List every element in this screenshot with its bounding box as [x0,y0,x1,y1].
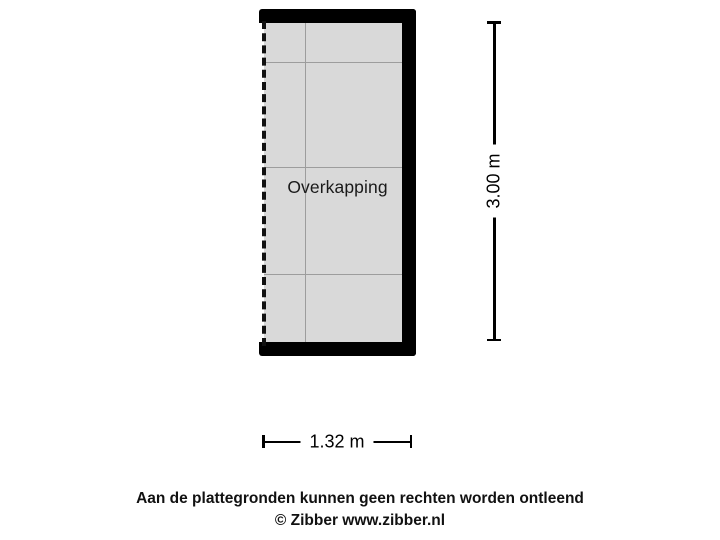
wall-right [402,9,416,356]
dimension-vertical-label: 3.00 m [480,144,508,218]
footer-disclaimer: Aan de plattegronden kunnen geen rechten… [136,490,584,507]
wall-bottom [259,342,416,356]
dimension-horizontal-label: 1.32 m [300,428,374,456]
room-label-overkapping: Overkapping [287,177,388,197]
dimension-horizontal: 1.32 m [261,428,413,456]
grid-line-horizontal [264,167,402,168]
footer-copyright: © Zibber www.zibber.nl [274,512,446,529]
dimension-horizontal-cap-left [262,435,265,448]
wall-top [259,9,416,23]
dimension-horizontal-cap-right [409,435,412,448]
wall-left-dashed [262,21,266,346]
floor-plan-shape: Overkapping [259,9,416,356]
footer: Aan de plattegronden kunnen geen rechten… [0,488,720,532]
dimension-vertical: 3.00 m [480,20,508,342]
room-floor-surface [264,23,402,346]
dimension-vertical-cap-bottom [487,338,501,341]
dimension-vertical-cap-top [487,21,501,24]
grid-line-horizontal [264,62,402,63]
grid-line-vertical [305,23,306,346]
grid-line-horizontal [264,274,402,275]
